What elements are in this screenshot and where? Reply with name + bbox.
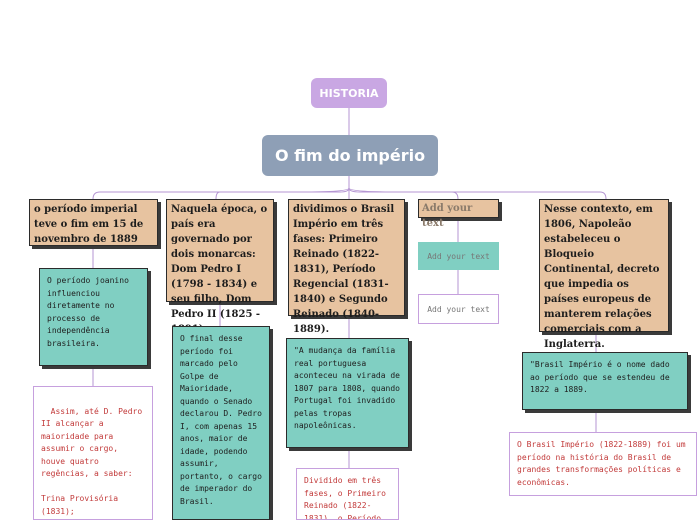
subtopic-1-1-text: O período joanino influenciou diretament… — [47, 276, 129, 348]
root-topic[interactable]: HISTORIA — [311, 78, 387, 108]
branch-4-text: Add your text — [422, 203, 473, 229]
subtopic-4-1-text: Add your text — [427, 251, 490, 261]
subtopic-5-1-text: "Brasil Império é o nome dado ao período… — [530, 360, 670, 394]
subtopic-3-1-text: "A mudança da família real portuguesa ac… — [294, 346, 400, 430]
branch-topic-4[interactable]: Add your text — [418, 199, 499, 229]
subtopic-4-1[interactable]: Add your text — [418, 242, 499, 270]
branch-5-text: Nesse contexto, em 1806, Napoleão estabe… — [544, 204, 660, 350]
note-1[interactable]: Assim, até D. Pedro II alcançar a maiori… — [33, 386, 153, 520]
main-topic-title: O fim do império — [274, 146, 426, 165]
subtopic-4-2[interactable]: Add your text — [418, 294, 499, 324]
branch-topic-1[interactable]: o período imperial teve o fim em 15 de n… — [29, 199, 158, 246]
subtopic-2-1[interactable]: O final desse período foi marcado pelo G… — [172, 326, 270, 520]
branch-topic-5[interactable]: Nesse contexto, em 1806, Napoleão estabe… — [539, 199, 669, 350]
branch-topic-2[interactable]: Naquela época, o país era governado por … — [166, 199, 274, 335]
subtopic-5-1[interactable]: "Brasil Império é o nome dado ao período… — [522, 352, 688, 410]
subtopic-4-2-text: Add your text — [427, 304, 490, 314]
root-topic-label: HISTORIA — [319, 86, 379, 100]
main-topic[interactable]: O fim do império — [262, 135, 438, 176]
subtopic-1-1[interactable]: O período joanino influenciou diretament… — [39, 268, 148, 366]
subtopic-3-1[interactable]: "A mudança da família real portuguesa ac… — [286, 338, 409, 448]
note-3[interactable]: Dividido em três fases, o Primeiro Reina… — [296, 468, 399, 520]
note-1-text: Assim, até D. Pedro II alcançar a maiori… — [41, 406, 143, 516]
branch-3-text: dividimos o Brasil Império em três fases… — [293, 204, 395, 335]
note-5[interactable]: O Brasil Império (1822-1889) foi um perí… — [509, 432, 697, 496]
note-3-text: Dividido em três fases, o Primeiro Reina… — [304, 476, 386, 520]
branch-1-text: o período imperial teve o fim em 15 de n… — [34, 204, 144, 245]
branch-topic-3[interactable]: dividimos o Brasil Império em três fases… — [288, 199, 405, 335]
subtopic-2-1-text: O final desse período foi marcado pelo G… — [180, 334, 262, 506]
note-5-text: O Brasil Império (1822-1889) foi um perí… — [517, 440, 686, 487]
branch-2-text: Naquela época, o país era governado por … — [171, 204, 268, 335]
